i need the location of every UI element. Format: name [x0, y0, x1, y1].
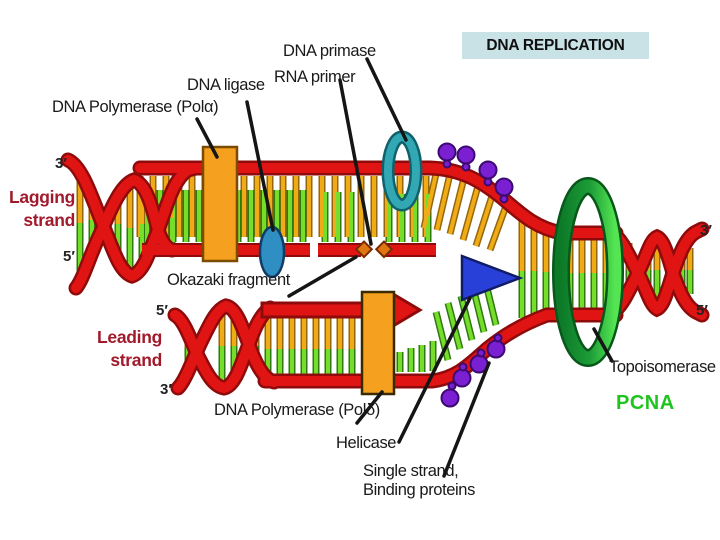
label-topoisomerase: Topoisomerase	[609, 358, 716, 376]
label-lagging-strand: Lagging strand	[9, 187, 75, 230]
parental-3-prime: 3′	[700, 222, 712, 239]
slide-title: DNA REPLICATION	[462, 32, 649, 59]
rna-primer-leader-line	[338, 78, 373, 246]
dna-polymerase-alpha-shape	[201, 145, 239, 263]
leading-5-prime: 5′	[156, 302, 168, 319]
polymerase-delta-leader-line	[355, 390, 384, 425]
label-okazaki-fragment: Okazaki fragment	[167, 271, 290, 289]
label-rna-primer: RNA primer	[274, 68, 356, 86]
dna-ligase-shape	[258, 225, 286, 279]
topoisomerase-leader-line	[592, 327, 614, 363]
ssb-proteins-bottom	[440, 333, 506, 408]
dna-polymerase-delta-shape	[360, 290, 396, 396]
ssb-proteins-top	[437, 142, 514, 204]
label-helicase: Helicase	[336, 434, 397, 452]
label-dna-polymerase-delta: DNA Polymerase (Polδ)	[214, 401, 380, 419]
leading-3-prime: 3′	[160, 381, 172, 398]
parental-5-prime: 5′	[696, 302, 708, 319]
leader-lines	[195, 57, 614, 478]
label-leading-strand: Leading strand	[97, 327, 162, 370]
dna-ligase-leader-line	[245, 100, 275, 232]
lagging-3-prime: 3′	[55, 155, 67, 172]
polymerase-alpha-leader-line	[195, 117, 219, 159]
label-dna-ligase: DNA ligase	[187, 76, 265, 94]
label-pcna: PCNA	[616, 392, 675, 414]
leading-helix-ribbon-b	[173, 300, 279, 393]
ssb-leader-line	[442, 361, 491, 478]
label-ssb-proteins: Single strand, Binding proteins	[363, 462, 475, 499]
label-dna-polymerase-alpha: DNA Polymerase (Polα)	[52, 98, 219, 116]
topoisomerase-ring-shape	[552, 177, 624, 367]
helicase-leader-line	[397, 296, 472, 444]
dna-primase-leader-line	[365, 57, 408, 142]
parental-helix-ribbon-b	[607, 231, 707, 320]
lagging-5-prime: 5′	[63, 248, 75, 265]
rna-primer-marker	[354, 240, 394, 259]
enzymes	[201, 130, 624, 408]
label-dna-primase: DNA primase	[283, 42, 376, 60]
lagging-helix-ribbon-b	[71, 174, 177, 293]
lagging-helix-ribbon-a	[63, 155, 201, 282]
parental-helix-ribbon-a	[607, 224, 707, 315]
okazaki-fragment-leader-line	[287, 255, 358, 298]
dna-primase-shape	[381, 130, 423, 212]
helicase-triangle-shape	[460, 254, 524, 302]
